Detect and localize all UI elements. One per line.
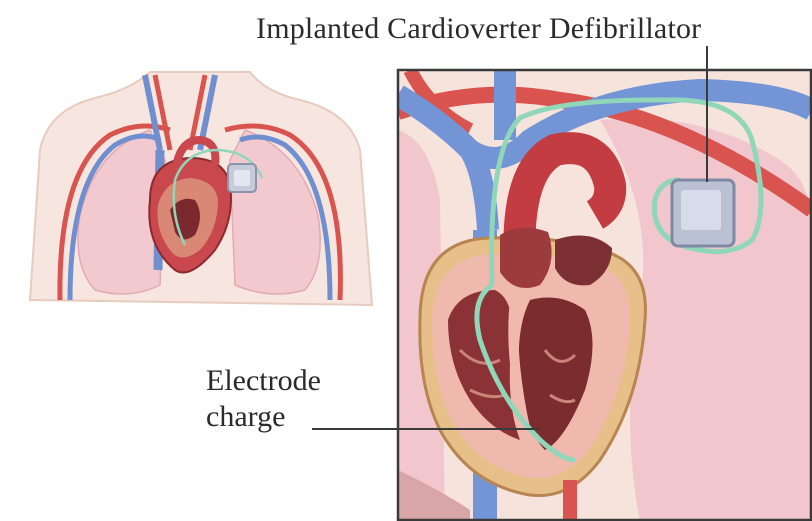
right-atrium bbox=[500, 228, 552, 288]
zoomed-view bbox=[398, 70, 812, 521]
electrode-label-line2: charge bbox=[206, 400, 285, 434]
electrode-label-line1: Electrode bbox=[206, 364, 321, 398]
torso-overview bbox=[30, 72, 372, 305]
icd-device-small-highlight bbox=[234, 170, 250, 186]
device-label: Implanted Cardioverter Defibrillator bbox=[256, 12, 701, 46]
icd-device-highlight bbox=[681, 190, 721, 230]
